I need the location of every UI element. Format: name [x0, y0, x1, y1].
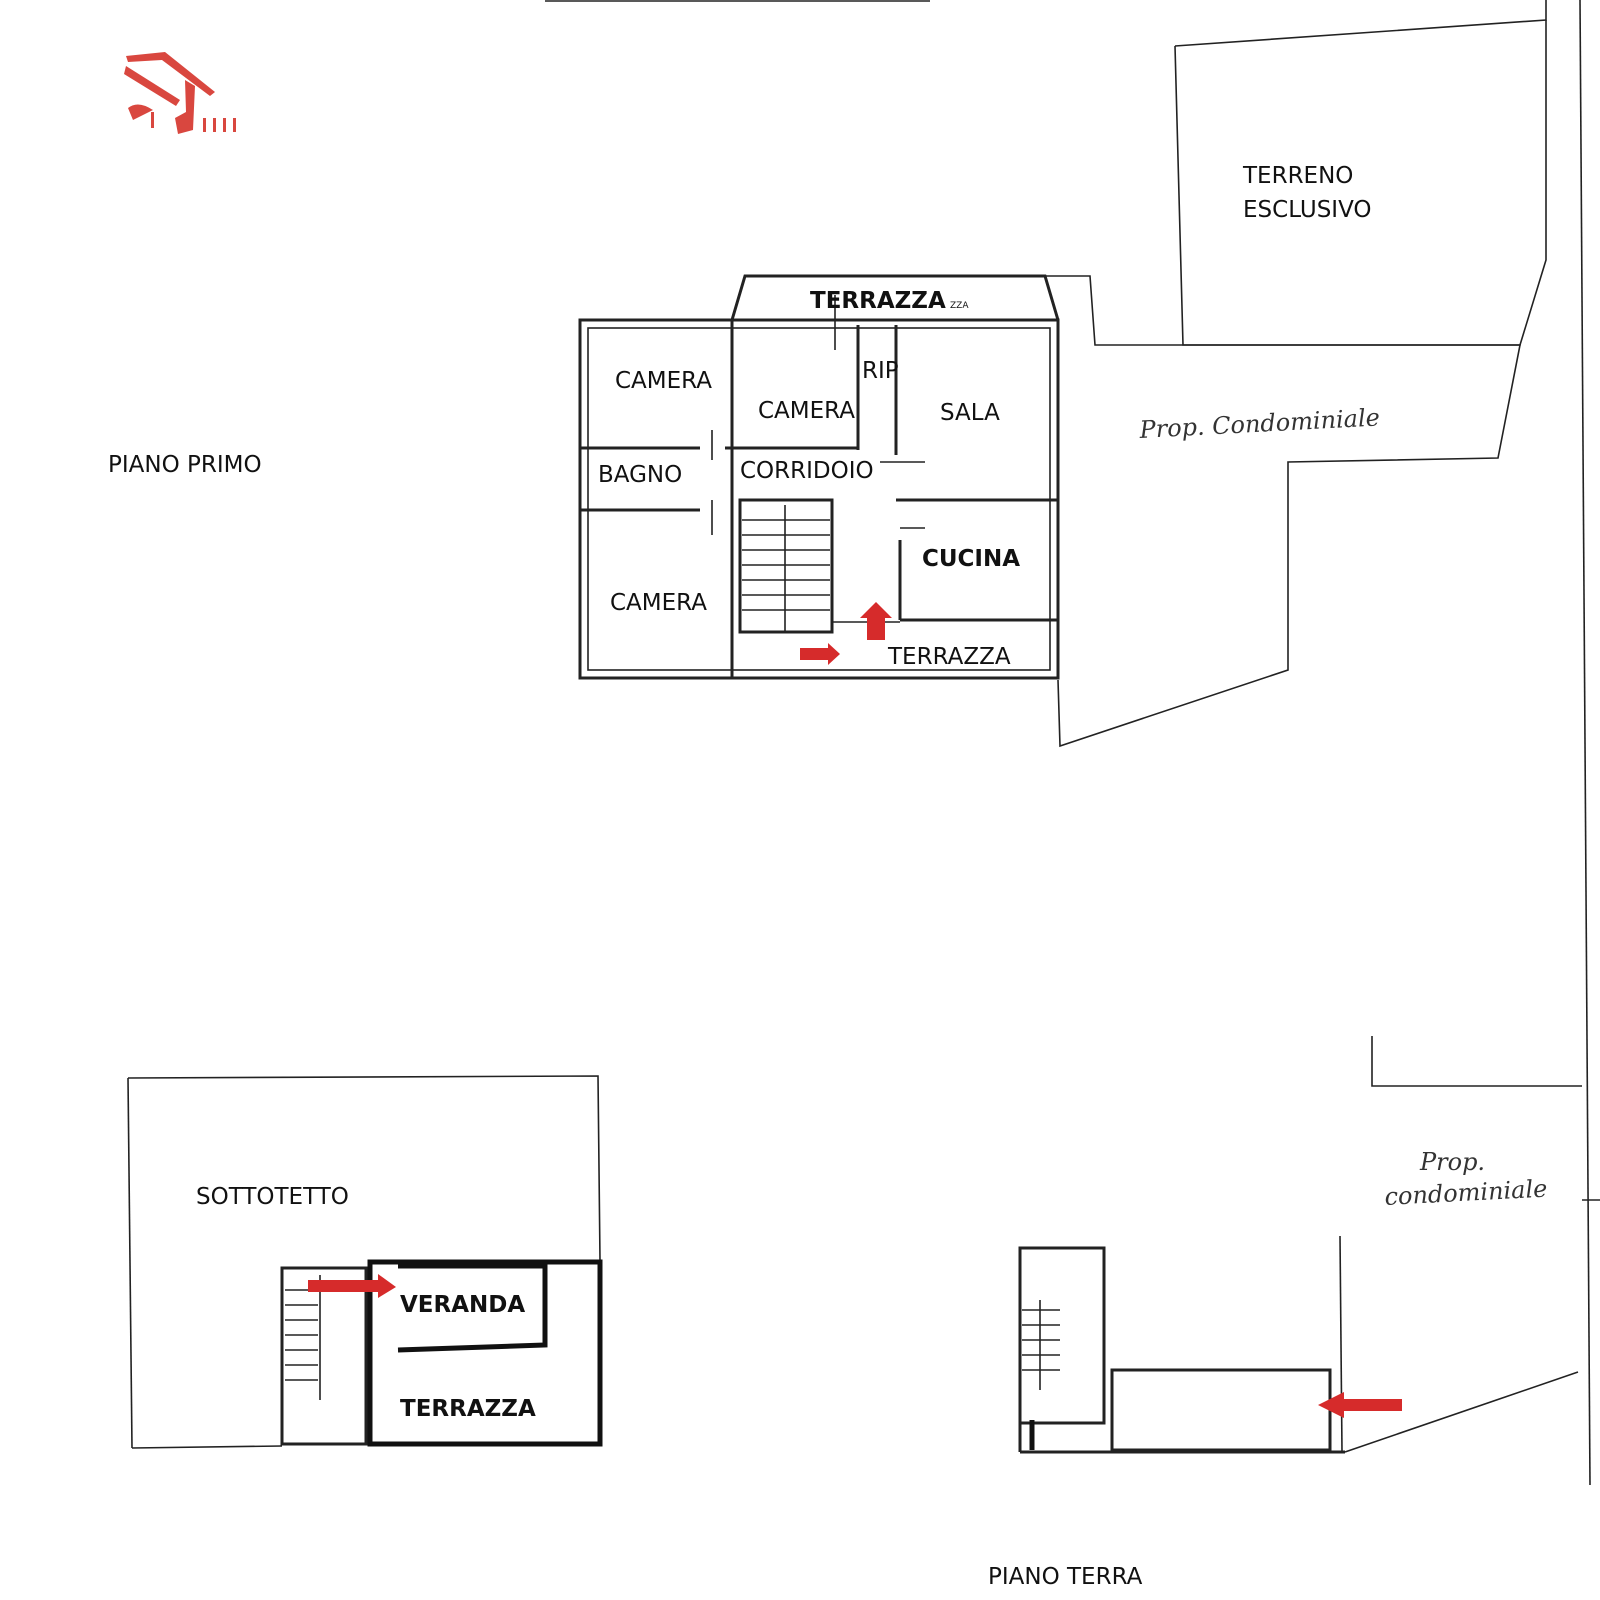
sottotetto-plan: [127, 1075, 603, 1449]
room-label-corridoio: CORRIDOIO: [740, 458, 874, 484]
room-label-rip: RIP: [862, 358, 899, 384]
arrow-up-icon: [860, 602, 892, 640]
room-label-bagno: BAGNO: [598, 462, 682, 488]
room-label-sala: SALA: [940, 400, 1000, 426]
piano-terra-plan: [1018, 1036, 1600, 1454]
arrow-right-icon: [308, 1274, 396, 1298]
piano-terra-title: PIANO TERRA: [988, 1564, 1143, 1590]
terreno-label-1: TERRENO: [1242, 163, 1353, 189]
right-border-line: [1579, 0, 1591, 1486]
room-label-terrazza-bottom: TERRAZZA: [887, 644, 1011, 670]
logo: [124, 52, 236, 134]
room-label-veranda: VERANDA: [400, 1292, 525, 1318]
condominiale-outline: [1045, 275, 1521, 748]
sottotetto-title: SOTTOTETTO: [196, 1184, 349, 1210]
room-label-terrazza-top-suffix: ZZA: [950, 301, 969, 311]
room-label-camera-1: CAMERA: [615, 368, 712, 394]
room-label-camera-2: CAMERA: [758, 398, 855, 424]
terreno-outline-right: [1174, 20, 1547, 346]
terreno-outline: [1174, 0, 1547, 47]
piano-primo-plan: [578, 274, 1060, 680]
arrow-left-icon: [1318, 1392, 1402, 1418]
room-label-terrazza-top: TERRAZZA: [810, 288, 946, 314]
arrow-right-icon: [800, 643, 840, 665]
prop-label: Prop.: [1419, 1148, 1485, 1176]
room-label-terrazza-sottotetto: TERRAZZA: [400, 1396, 536, 1422]
terreno-label-2: ESCLUSIVO: [1243, 197, 1372, 223]
piano-primo-title: PIANO PRIMO: [108, 452, 262, 478]
room-label-camera-3: CAMERA: [610, 590, 707, 616]
condominiale-label: condominiale: [1384, 1175, 1548, 1211]
room-label-cucina: CUCINA: [922, 546, 1020, 572]
prop-condominiale-label: Prop. Condominiale: [1138, 403, 1381, 444]
